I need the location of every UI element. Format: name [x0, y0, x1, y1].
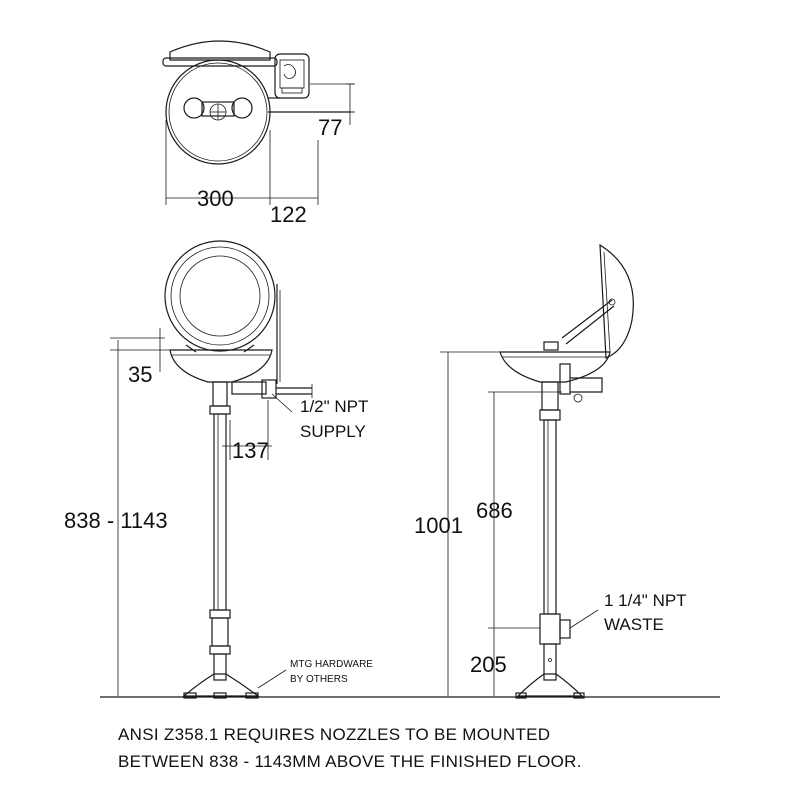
top-view: 77 300 122 [162, 40, 355, 227]
label-by-others: BY OTHERS [290, 674, 348, 685]
note-line-2: BETWEEN 838 - 1143MM ABOVE THE FINISHED … [118, 752, 582, 771]
label-waste-size: 1 1/4" NPT [604, 591, 687, 610]
dim-top-depth: 77 [318, 115, 342, 140]
dim-nozzle-range: 838 - 1143 [64, 508, 168, 533]
side-view: 1001 686 205 1 1/4" NPT WASTE [414, 243, 687, 699]
label-supply-size: 1/2" NPT [300, 397, 368, 416]
label-supply: SUPPLY [300, 422, 366, 441]
front-view: 35 838 - 1143 137 1/2" NPT SUPPLY MTG HA… [64, 240, 373, 699]
dim-supply-offset: 137 [232, 438, 269, 463]
dim-top-width: 300 [197, 186, 234, 211]
dim-bowl-lip: 35 [128, 362, 152, 387]
note-line-1: ANSI Z358.1 REQUIRES NOZZLES TO BE MOUNT… [118, 725, 550, 744]
dim-top-offset: 122 [270, 202, 307, 227]
dim-waste-lower: 205 [470, 652, 507, 677]
label-waste: WASTE [604, 615, 664, 634]
label-mtg-hardware: MTG HARDWARE [290, 659, 373, 670]
dim-waste-upper: 686 [476, 498, 513, 523]
dim-overall-height: 1001 [414, 513, 463, 538]
